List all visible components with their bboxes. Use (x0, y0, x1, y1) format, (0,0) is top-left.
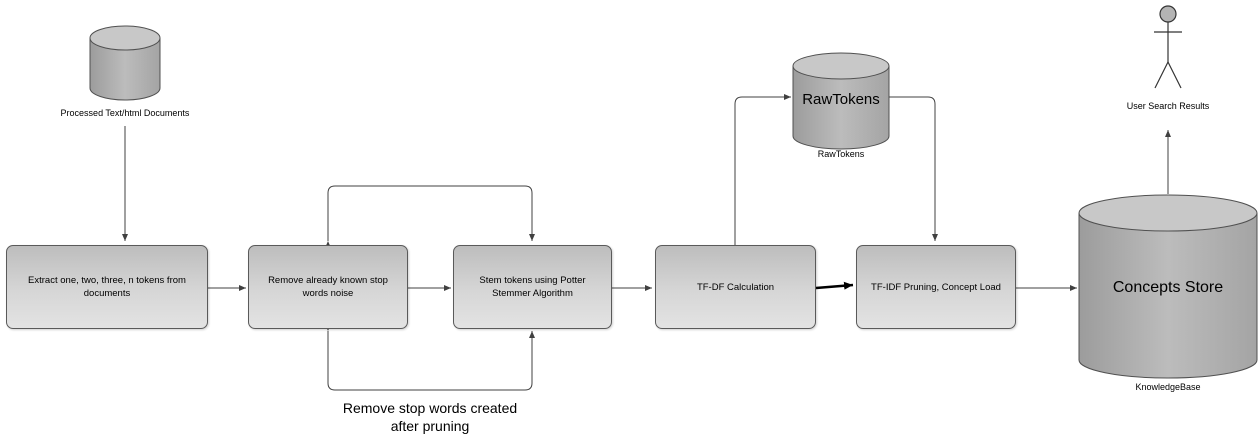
tfdf-to-rawtokens-arrow (734, 94, 791, 245)
concepts-store-title: Concepts Store (1112, 279, 1224, 296)
knowledgebase-caption: KnowledgeBase (1135, 382, 1201, 392)
tfidf-pruning-box: TF-IDF Pruning, Concept Load (856, 245, 1016, 329)
upper-loop-connector (325, 185, 535, 248)
extract-tokens-box: Extract one, two, three, n tokens from d… (6, 245, 208, 329)
remove-known-stopwords-box: Remove already known stop words noise (248, 245, 408, 329)
stem-tokens-label: Stem tokens using Potter Stemmer Algorit… (479, 275, 586, 299)
remove-known-stopwords-label: Remove already known stop words noise (268, 275, 388, 299)
processed-docs-database-icon (89, 25, 161, 101)
user-actor-icon (1154, 5, 1182, 89)
raw-tokens-title: RawTokens (802, 91, 880, 108)
user-search-results-label: User Search Results (1126, 101, 1210, 111)
tfdf-calculation-label: TF-DF Calculation (696, 281, 775, 293)
stem-tokens-box: Stem tokens using Potter Stemmer Algorit… (453, 245, 612, 329)
raw-tokens-caption: RawTokens (817, 149, 865, 159)
loop-annotation-line2: after pruning (390, 418, 470, 434)
tfdf-calculation-box: TF-DF Calculation (655, 245, 816, 329)
raw-tokens-database-icon (792, 52, 890, 150)
loop-annotation-line1: Remove stop words created (342, 400, 518, 416)
loop-annotation: Remove stop words created after pruning (290, 399, 570, 435)
tfdf-to-pruning-bold-arrow (815, 281, 854, 290)
lower-loop-connector (325, 324, 535, 391)
extract-tokens-label: Extract one, two, three, n tokens from d… (28, 275, 186, 299)
concepts-store-database-icon (1078, 194, 1258, 379)
rawtokens-to-pruning-arrow (889, 96, 938, 241)
tfidf-pruning-label: TF-IDF Pruning, Concept Load (871, 281, 1001, 293)
processed-docs-label: Processed Text/html Documents (60, 108, 190, 118)
